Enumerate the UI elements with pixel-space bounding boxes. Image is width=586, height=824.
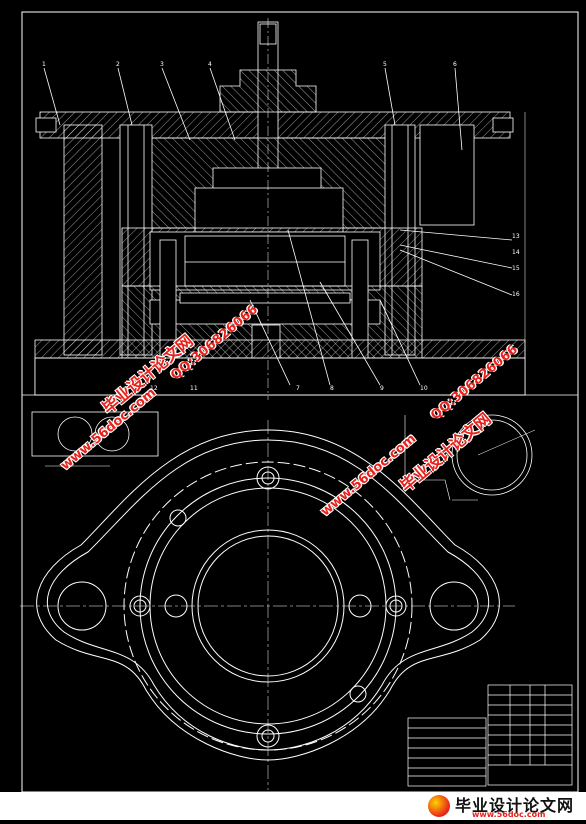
site-logo-icon xyxy=(428,795,450,817)
callout-9: 9 xyxy=(380,385,384,392)
callout-10: 10 xyxy=(420,385,428,392)
callout-13: 13 xyxy=(512,233,520,240)
callout-16: 16 xyxy=(512,291,520,298)
guide-pillar-left xyxy=(63,124,103,356)
callout-11: 11 xyxy=(190,385,198,392)
footer-site-url: www.56doc.com xyxy=(472,810,546,819)
footer-site-name: 毕业设计论文网 xyxy=(455,796,575,815)
callout-5: 5 xyxy=(383,61,387,68)
callout-1: 1 xyxy=(42,61,46,68)
flange-plan-view xyxy=(20,420,515,790)
callout-4: 4 xyxy=(208,61,212,68)
callout-7: 7 xyxy=(296,385,300,392)
blank-detail xyxy=(31,411,159,467)
callout-3: 3 xyxy=(160,61,164,68)
callout-12: 12 xyxy=(150,385,158,392)
ring-detail xyxy=(404,414,536,501)
callout-15: 15 xyxy=(512,265,520,272)
guide-pillar-right xyxy=(419,124,475,226)
title-block xyxy=(407,684,573,787)
callout-2: 2 xyxy=(116,61,120,68)
callout-6: 6 xyxy=(453,61,457,68)
callout-14: 14 xyxy=(512,249,520,256)
callout-8: 8 xyxy=(330,385,334,392)
footer-banner: 毕业设计论文网 www.56doc.com xyxy=(0,792,586,820)
section-view xyxy=(22,18,578,400)
